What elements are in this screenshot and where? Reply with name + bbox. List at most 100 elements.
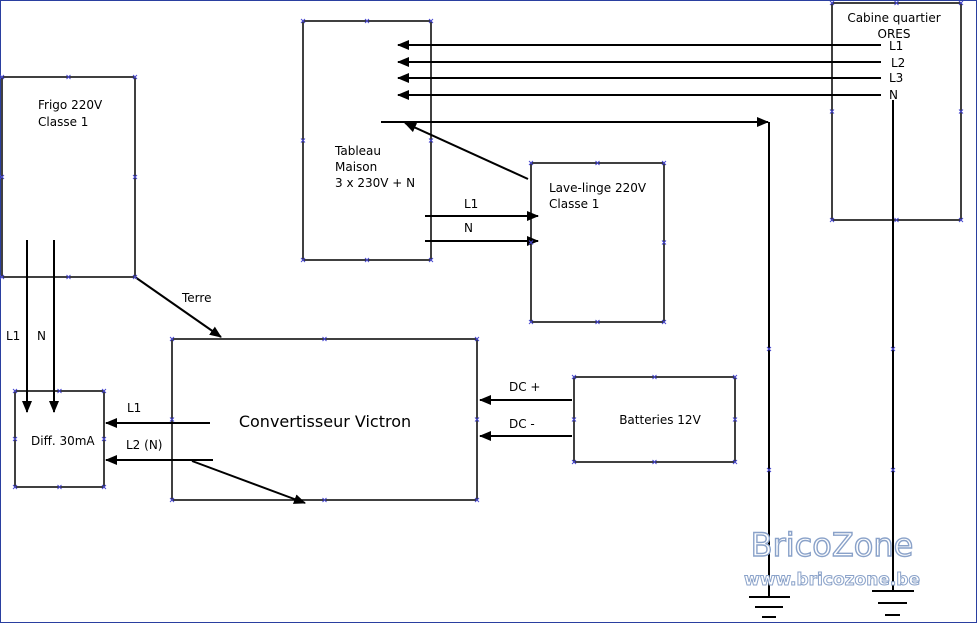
label-cabine-n: N — [889, 88, 898, 102]
vertex-handle — [474, 417, 480, 422]
vertex-handle — [595, 319, 600, 325]
vertex-markers — [0, 0, 964, 503]
vertex-handle — [528, 160, 534, 166]
frigo-title: Frigo 220V — [38, 98, 103, 112]
vertex-handle — [766, 467, 772, 473]
vertex-handle — [890, 467, 896, 473]
label-cabine-l3: L3 — [889, 71, 903, 85]
diff-label: Diff. 30mA — [31, 434, 95, 448]
vertex-handle — [66, 274, 71, 280]
watermark-brand: BricoZone — [751, 526, 914, 564]
vertex-handle — [661, 240, 667, 245]
vertex-handle — [894, 217, 899, 223]
watermark-url: www.bricozone.be — [744, 570, 920, 590]
convertisseur-label: Convertisseur Victron — [239, 412, 411, 431]
vertex-handle — [829, 0, 835, 6]
cabine-title: Cabine quartier — [847, 11, 940, 25]
vertex-handle — [364, 257, 370, 263]
vertex-handle — [322, 497, 327, 503]
vertex-handle — [300, 138, 306, 143]
vertex-handle — [12, 436, 18, 442]
vertex-handle — [169, 497, 175, 503]
vertex-handle — [661, 160, 667, 166]
vertex-handle — [829, 109, 835, 114]
bricozone-watermark: BricoZone www.bricozone.be — [744, 525, 921, 590]
wire-conv-earth — [191, 460, 306, 504]
vertex-handle — [132, 274, 138, 280]
vertex-handle — [894, 0, 899, 6]
vertex-handle — [169, 417, 175, 422]
vertex-handle — [300, 18, 306, 24]
vertex-handle — [101, 388, 107, 394]
vertex-handle — [101, 484, 107, 490]
block-convertisseur: Convertisseur Victron — [171, 338, 478, 501]
vertex-handle — [571, 417, 577, 422]
block-frigo: Frigo 220V Classe 1 — [1, 76, 136, 278]
block-cabine: Cabine quartier ORES — [831, 2, 962, 221]
block-tableau: Tableau Maison 3 x 230V + N — [302, 20, 432, 261]
cabine-subtitle: ORES — [878, 27, 911, 41]
block-batteries: Batteries 12V — [573, 376, 736, 463]
vertex-handle — [571, 459, 577, 465]
label-frigo-l1: L1 — [6, 329, 20, 343]
vertex-handle — [428, 138, 434, 143]
vertex-handle — [364, 18, 370, 24]
tableau-title: Tableau — [334, 144, 381, 158]
vertex-handle — [732, 417, 738, 422]
block-diff: Diff. 30mA — [14, 390, 105, 488]
lave-linge-class: Classe 1 — [549, 197, 599, 211]
vertex-handle — [101, 436, 107, 442]
label-frigo-n: N — [37, 329, 46, 343]
label-cabine-l1: L1 — [889, 39, 903, 53]
tableau-subtitle: Maison — [335, 160, 377, 174]
vertex-handle — [732, 459, 738, 465]
vertex-handle — [528, 319, 534, 325]
label-conv-l1: L1 — [127, 401, 141, 415]
vertex-handle — [474, 336, 480, 342]
vertex-handle — [12, 484, 18, 490]
tableau-spec: 3 x 230V + N — [335, 176, 415, 190]
vertex-handle — [0, 274, 5, 280]
block-lave-linge: Lave-linge 220V Classe 1 — [530, 162, 665, 323]
label-terre: Terre — [181, 291, 211, 305]
label-lave-n: N — [464, 221, 473, 235]
vertex-handle — [595, 160, 600, 166]
vertex-handle — [958, 0, 964, 6]
vertex-handle — [169, 336, 175, 342]
vertex-handle — [66, 74, 71, 80]
earth-symbol-left — [749, 596, 790, 618]
batteries-label: Batteries 12V — [619, 413, 701, 427]
label-conv-l2: L2 (N) — [126, 438, 162, 452]
vertex-handle — [890, 346, 896, 352]
vertex-handle — [528, 240, 534, 245]
vertex-handle — [732, 374, 738, 380]
wire-lave-linge-earth — [404, 122, 529, 180]
vertex-handle — [652, 374, 657, 380]
label-lave-l1: L1 — [464, 197, 478, 211]
vertex-handle — [322, 336, 327, 342]
vertex-handle — [57, 484, 62, 490]
frigo-class: Classe 1 — [38, 115, 88, 129]
wire-frigo-terre — [134, 276, 222, 338]
earth-symbol-right — [872, 590, 914, 616]
vertex-handle — [300, 257, 306, 263]
vertex-handle — [0, 74, 5, 80]
vertex-handle — [829, 217, 835, 223]
label-dc-plus: DC + — [509, 380, 541, 394]
vertex-handle — [132, 174, 138, 180]
vertex-handle — [661, 319, 667, 325]
vertex-handle — [766, 346, 772, 352]
lave-linge-title: Lave-linge 220V — [549, 181, 647, 195]
vertex-handle — [0, 174, 5, 180]
vertex-handle — [958, 109, 964, 114]
vertex-handle — [958, 217, 964, 223]
label-cabine-l2: L2 — [891, 56, 905, 70]
vertex-handle — [428, 18, 434, 24]
vertex-handle — [571, 374, 577, 380]
vertex-handle — [132, 74, 138, 80]
vertex-handle — [12, 388, 18, 394]
vertex-handle — [57, 388, 62, 394]
vertex-handle — [474, 497, 480, 503]
label-dc-minus: DC - — [509, 417, 535, 431]
